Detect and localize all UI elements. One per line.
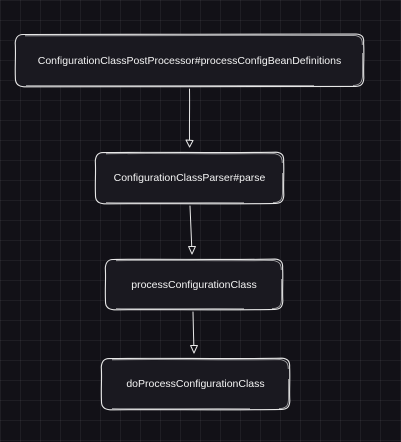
node-configuration-class-post-processor[interactable]: ConfigurationClassPostProcessor#processC…	[14, 33, 365, 88]
node-frame	[100, 357, 291, 411]
arrow-n1-n2	[185, 88, 194, 148]
node-process-configuration-class[interactable]: processConfigurationClass	[104, 258, 284, 311]
node-label: doProcessConfigurationClass	[126, 378, 265, 390]
arrow-n3-n4	[190, 311, 198, 354]
node-frame	[104, 258, 284, 311]
node-frame	[14, 33, 365, 88]
node-label: processConfigurationClass	[131, 278, 257, 291]
node-label: ConfigurationClassParser#parse	[113, 172, 266, 184]
node-do-process-configuration-class[interactable]: doProcessConfigurationClass	[100, 357, 291, 411]
arrow-n2-n3	[188, 205, 196, 255]
node-label: ConfigurationClassPostProcessor#processC…	[37, 54, 342, 67]
node-frame	[94, 151, 285, 205]
node-configuration-class-parser-parse[interactable]: ConfigurationClassParser#parse	[94, 151, 285, 205]
